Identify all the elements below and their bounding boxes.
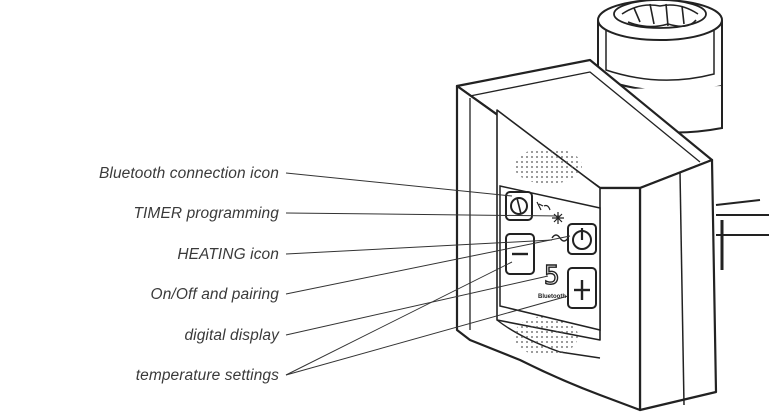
speaker-grille-bottom [514,316,578,356]
label-heating: HEATING icon [177,246,279,263]
speaker-grille-top [514,148,582,184]
leader-lines [285,172,571,376]
label-timer: TIMER programming [133,205,279,222]
minus-button[interactable] [505,233,535,275]
label-temperature: temperature settings [135,367,279,384]
plus-button[interactable] [567,267,597,309]
bluetooth-icon [536,201,551,211]
power-button[interactable] [567,223,597,255]
brand-text: Bluetooth [538,294,566,300]
control-panel: 5 Bluetooth [499,185,601,331]
bluetooth-button[interactable] [505,191,533,221]
timer-icon [552,212,564,224]
label-display: digital display [184,327,279,344]
label-bluetooth: Bluetooth connection icon [98,165,279,182]
digital-display: 5 [543,260,560,291]
cable [715,199,769,270]
label-onoff: On/Off and pairing [150,286,279,303]
display-value: 5 [544,261,560,291]
